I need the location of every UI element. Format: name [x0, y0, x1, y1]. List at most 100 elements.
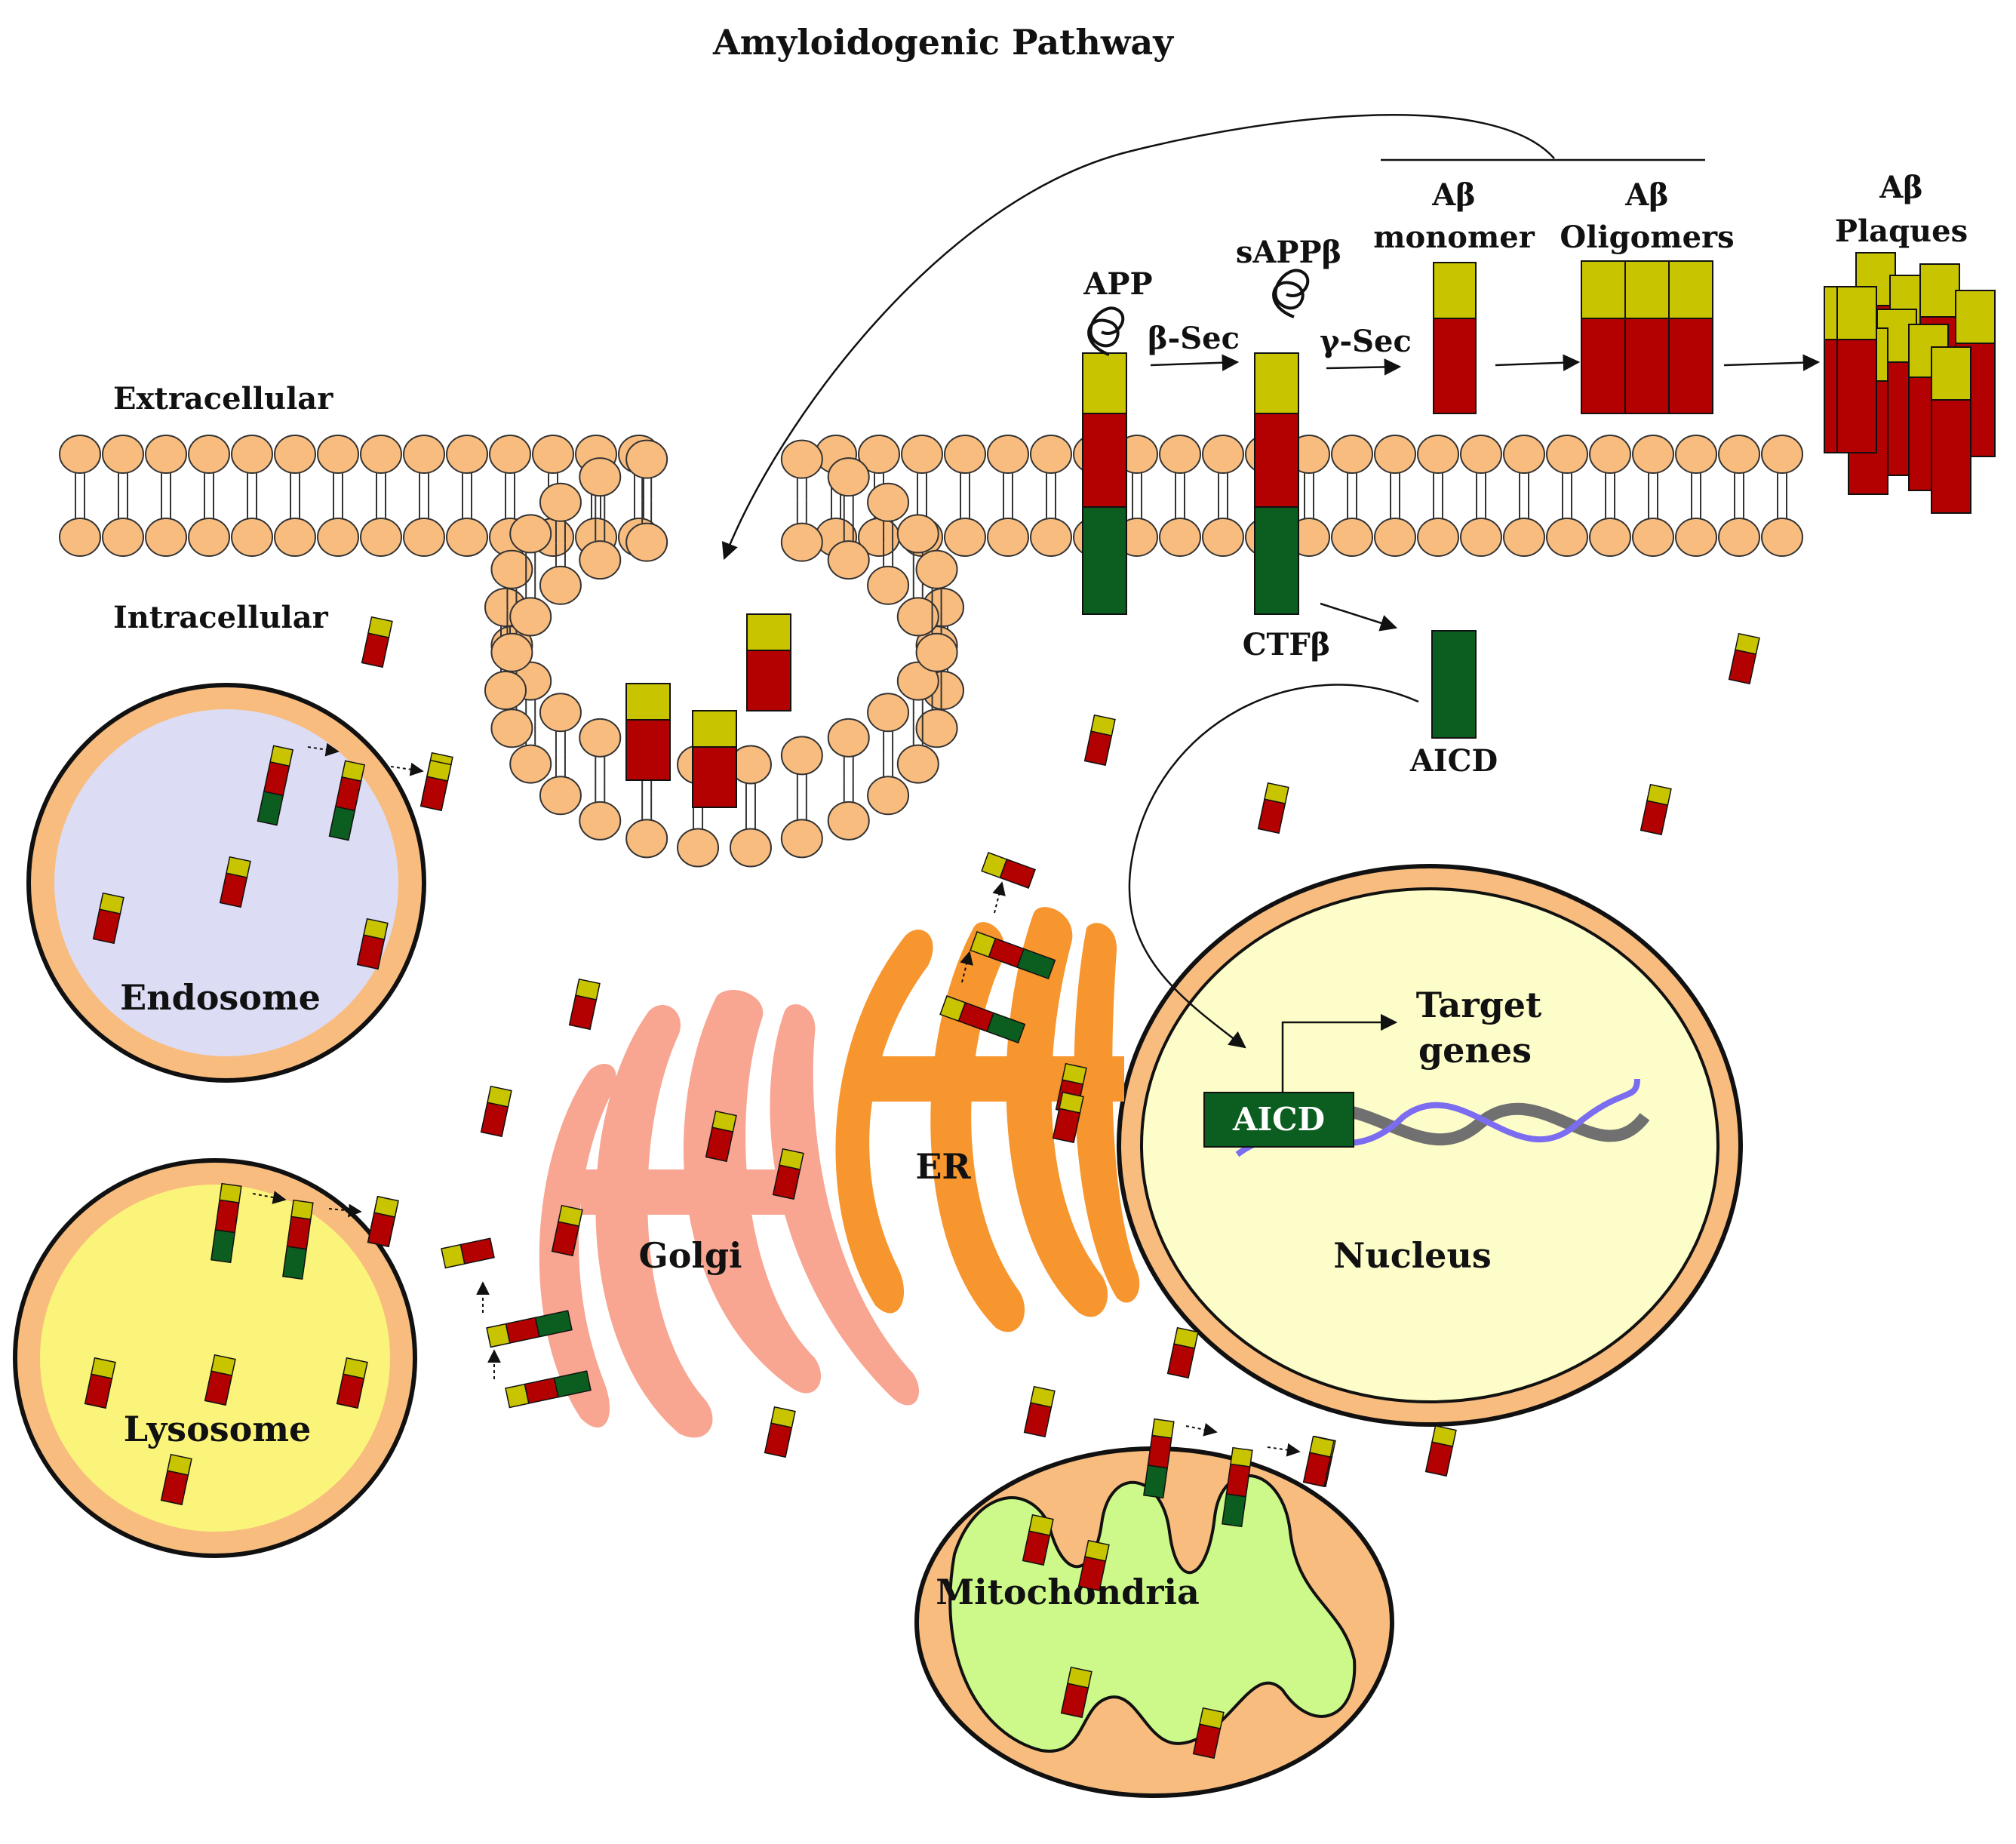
phospholipid	[231, 435, 273, 557]
sappb-label: sAPPβ	[1236, 235, 1341, 270]
endosome-label: Endosome	[120, 977, 321, 1018]
phospholipid	[509, 514, 552, 637]
ctfb-label: CTFβ	[1243, 627, 1331, 662]
phospholipid	[1546, 435, 1588, 557]
beta-sec-label: β-Sec	[1148, 321, 1240, 356]
phospholipid	[780, 439, 823, 562]
er-label: ER	[915, 1146, 971, 1187]
organelle-app	[257, 745, 294, 826]
abeta-monomer-small	[367, 1195, 399, 1248]
phospholipid	[1761, 435, 1803, 557]
phospholipid	[729, 745, 772, 868]
phospholipid	[145, 435, 187, 557]
phospholipid	[274, 435, 316, 557]
abeta-monomer-small	[568, 978, 601, 1031]
abeta-monomer-small	[361, 616, 393, 668]
abeta-oligomers-label-1: Aβ	[1624, 177, 1669, 213]
plaque-abeta	[1931, 346, 1971, 514]
phospholipid	[1675, 435, 1717, 557]
abeta-monomer-small	[1077, 1539, 1110, 1592]
abeta-monomer-small	[764, 1406, 796, 1458]
abeta-monomer-small	[419, 759, 452, 812]
golgi-apparatus: Golgi	[539, 989, 920, 1438]
abeta-monomer-small	[1060, 1666, 1093, 1719]
phospholipid	[490, 549, 533, 672]
phospholipid	[579, 457, 622, 580]
abeta-monomer-small	[1302, 1435, 1335, 1488]
abeta-monomer-small	[1023, 1385, 1056, 1438]
target-genes-label-2: genes	[1418, 1030, 1532, 1071]
phospholipid	[987, 435, 1029, 557]
phospholipid	[867, 693, 910, 816]
phospholipid	[102, 435, 144, 557]
abeta-monomer-small	[1257, 782, 1289, 834]
abeta-monomer-small	[336, 1357, 368, 1409]
trafficking-arrow	[992, 881, 1006, 914]
endocytic-vesicle	[484, 439, 964, 868]
abeta-plaques-label-2: Plaques	[1835, 214, 1968, 249]
abeta-monomer-small	[1640, 783, 1672, 836]
abeta-oligomers-label-2: Oligomers	[1560, 220, 1734, 255]
app-protein	[1082, 306, 1127, 615]
abeta-monomer-small	[1052, 1091, 1084, 1144]
aicd-label: AICD	[1409, 743, 1498, 779]
phospholipid	[1503, 435, 1545, 557]
abeta-monomer-small	[92, 892, 124, 945]
phospholipid	[1460, 435, 1502, 557]
abeta-monomer-label-1: Aβ	[1431, 177, 1476, 213]
phospholipid	[579, 718, 622, 841]
phospholipid	[867, 482, 910, 605]
abeta-monomer-small	[84, 1357, 116, 1409]
abeta-monomer-small	[551, 1204, 583, 1257]
mitochondria-cristae	[948, 1474, 1357, 1753]
phospholipid	[1718, 435, 1760, 557]
phospholipid	[446, 435, 488, 557]
abeta-monomer-small	[1083, 714, 1116, 767]
abeta-plaques	[1824, 252, 1996, 514]
trafficking-app	[970, 931, 1056, 980]
ctf-to-aicd-arrow	[1320, 602, 1398, 632]
abeta-monomer-small	[356, 917, 389, 970]
abeta-monomer-small	[1728, 632, 1760, 685]
gamma-sec-arrow	[1326, 358, 1402, 376]
abeta-fragments-layer	[84, 613, 1760, 1759]
transcription-arrow	[1281, 1013, 1398, 1093]
abeta-monomer-small	[1022, 1514, 1054, 1566]
aicd-nuclear-label: AICD	[1232, 1101, 1325, 1138]
endoplasmic-reticulum: ER	[835, 907, 1140, 1332]
ctf-beta-fragment	[1254, 269, 1310, 615]
beta-sec-arrow	[1150, 354, 1240, 371]
vesicle-abeta	[746, 613, 791, 711]
abeta-monomer-small	[1424, 1424, 1457, 1477]
phospholipid	[1030, 435, 1072, 557]
phospholipid	[188, 435, 230, 557]
abeta-oligomers	[1581, 260, 1713, 414]
phospholipid	[1202, 435, 1244, 557]
gamma-sec-label: γ-Sec	[1320, 324, 1412, 359]
phospholipid	[539, 482, 582, 605]
phospholipid	[896, 514, 939, 637]
trafficking-app	[441, 1237, 495, 1269]
phospholipid	[780, 736, 823, 859]
aicd-fragment	[1431, 630, 1477, 739]
phospholipid	[944, 435, 986, 557]
abeta-monomer-small	[1192, 1707, 1225, 1759]
shedding-arrow	[1267, 1443, 1301, 1457]
phospholipid	[403, 435, 445, 557]
phospholipid	[625, 439, 668, 562]
organelle-app	[1222, 1446, 1253, 1528]
phospholipid	[1331, 435, 1373, 557]
phospholipid	[360, 435, 402, 557]
nucleus-label: Nucleus	[1333, 1235, 1492, 1276]
organelle-app	[211, 1182, 242, 1264]
endocytosis-arrow	[721, 114, 1555, 561]
target-genes-label-1: Target	[1416, 985, 1542, 1025]
golgi-label: Golgi	[638, 1235, 742, 1276]
extracellular-label: Extracellular	[113, 381, 333, 416]
app-coil-icon	[1087, 306, 1125, 356]
shedding-arrow	[1185, 1422, 1218, 1437]
organelle-app	[282, 1199, 314, 1280]
phospholipid	[1159, 435, 1201, 557]
app-label: APP	[1083, 266, 1152, 302]
